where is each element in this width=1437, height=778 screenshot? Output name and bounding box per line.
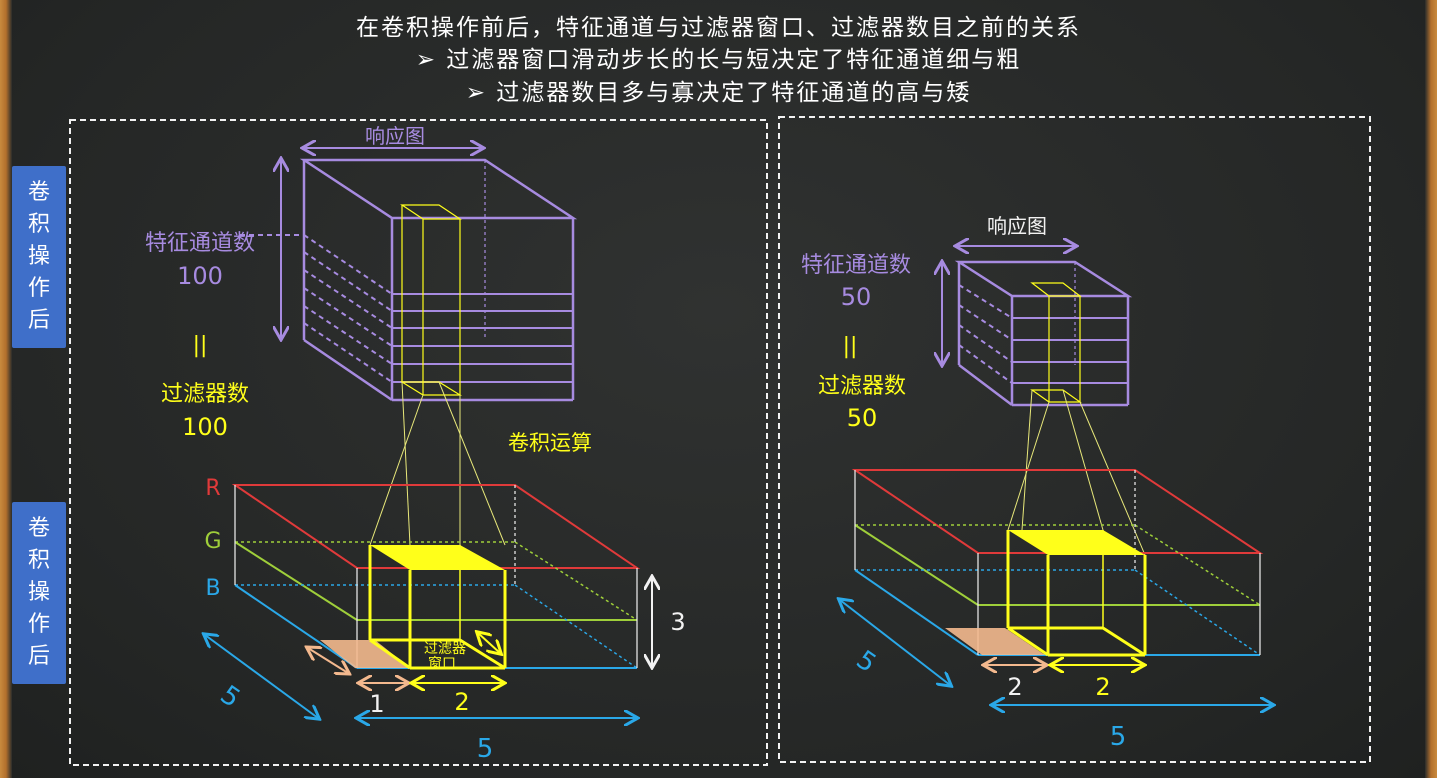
left-filters-label: 过滤器数 <box>161 382 249 407</box>
right-stride-cell <box>945 628 1045 655</box>
left-stride-value: 1 <box>369 690 384 718</box>
left-operation-label: 卷积运算 <box>508 431 592 455</box>
left-channels-label: 特征通道数 <box>145 231 255 256</box>
side-tab-top: 卷 积 操 作 后 <box>12 166 66 348</box>
left-response-cube <box>299 158 578 402</box>
left-response-map-label: 响应图 <box>365 124 425 148</box>
side-tab-bottom-char: 后 <box>27 644 50 669</box>
side-tab-top-char: 后 <box>27 308 50 333</box>
left-channels-value: 100 <box>177 262 223 290</box>
left-window-value: 2 <box>454 688 469 716</box>
left-response-pillar <box>399 204 463 396</box>
left-depth-value: 3 <box>670 608 685 636</box>
right-response-map-label: 响应图 <box>987 214 1047 238</box>
side-tab-bottom-char: 卷 <box>27 516 50 541</box>
channel-r-label: R <box>205 476 220 501</box>
side-tab-bottom-char: 积 <box>27 548 50 573</box>
filter-window-label-1: 过滤器 <box>424 641 466 657</box>
side-tab-top-char: 作 <box>27 276 50 301</box>
right-equals-sign: || <box>843 334 858 359</box>
right-panel-frame <box>778 116 1371 763</box>
right-stride-value: 2 <box>1007 673 1022 701</box>
right-channels-label: 特征通道数 <box>801 253 911 278</box>
right-channels-value: 50 <box>841 283 872 311</box>
title-line-1: 在卷积操作前后，特征通道与过滤器窗口、过滤器数目之前的关系 <box>356 15 1081 41</box>
side-tab-bottom: 卷 积 操 作 后 <box>12 502 66 684</box>
right-filter-window <box>1006 530 1147 657</box>
right-window-value: 2 <box>1095 673 1110 701</box>
left-window-depth-arrow <box>478 633 500 653</box>
side-tab-bottom-char: 作 <box>27 612 50 637</box>
channel-g-label: G <box>204 529 221 554</box>
side-tab-top-char: 积 <box>27 212 50 237</box>
left-filter-window <box>368 545 507 670</box>
left-projection-lines <box>369 381 506 546</box>
channel-b-label: B <box>205 576 220 601</box>
left-response-layers <box>240 234 573 383</box>
right-side-value: 5 <box>851 645 882 679</box>
right-response-pillar <box>1030 282 1082 403</box>
left-width-value: 5 <box>477 734 494 764</box>
right-projection-lines <box>1007 389 1146 556</box>
left-filters-value: 100 <box>182 413 228 441</box>
left-side-value: 5 <box>215 680 246 714</box>
title-line-2: ➢ 过滤器窗口滑动步长的长与短决定了特征通道细与粗 <box>415 47 1022 73</box>
right-filters-label: 过滤器数 <box>818 374 906 399</box>
filter-window-label-2: 窗口 <box>428 655 456 672</box>
side-tab-bottom-char: 操 <box>27 580 50 605</box>
right-response-layers <box>958 284 1128 384</box>
right-filters-value: 50 <box>847 404 878 432</box>
left-panel-frame <box>69 119 768 766</box>
side-tab-top-char: 卷 <box>27 180 50 205</box>
left-side-arrow <box>205 635 318 718</box>
side-tab-top-char: 操 <box>27 244 50 269</box>
right-width-value: 5 <box>1110 722 1127 752</box>
title-line-3: ➢ 过滤器数目多与寡决定了特征通道的高与矮 <box>465 80 972 106</box>
left-equals-sign: || <box>193 333 208 358</box>
right-side-arrow <box>840 600 950 685</box>
